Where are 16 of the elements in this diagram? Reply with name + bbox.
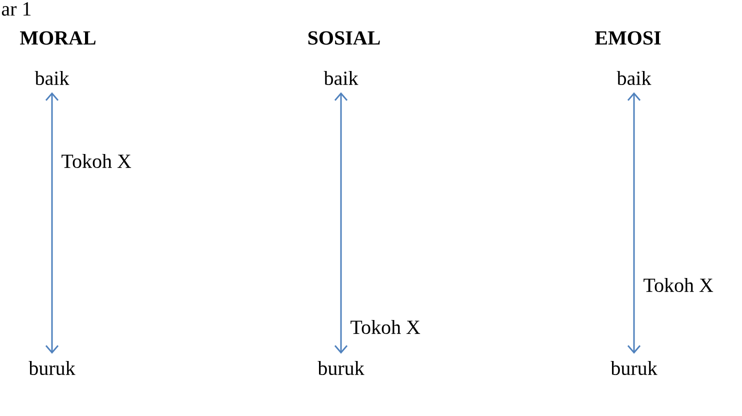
scale-end-label: buruk (610, 360, 658, 376)
edge-label: Tokoh X (349, 318, 422, 336)
edge-label: Tokoh X (642, 276, 714, 294)
scale-end-label: buruk (318, 360, 364, 376)
column-heading: MORAL (20, 31, 96, 45)
scale-end-label: baik (324, 70, 358, 86)
double-arrow (334, 92, 348, 354)
scale-end-label: buruk (28, 360, 76, 376)
scale-end-label: baik (34, 70, 70, 86)
column-heading: EMOSI (595, 31, 661, 45)
double-arrow (627, 92, 641, 354)
column-heading: SOSIAL (308, 31, 380, 45)
double-arrow (45, 92, 59, 354)
scale-end-label: baik (616, 70, 652, 86)
figure-caption: ar 1 (2, 2, 31, 16)
edge-label: Tokoh X (60, 152, 132, 170)
